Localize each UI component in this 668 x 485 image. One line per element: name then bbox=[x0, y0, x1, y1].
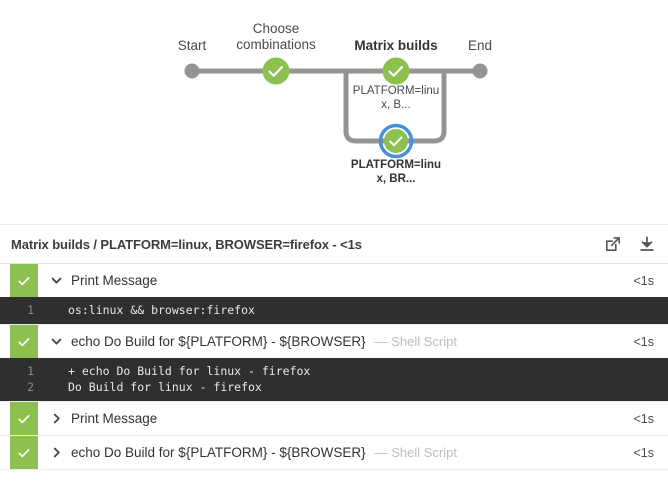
edge-split-to-branch2 bbox=[343, 68, 389, 144]
step-name: Print Message bbox=[71, 273, 158, 288]
line-number: 2 bbox=[27, 380, 34, 394]
line-number: 1 bbox=[27, 303, 34, 317]
step-type: — Shell Script bbox=[374, 334, 457, 349]
step-main[interactable]: echo Do Build for ${PLATFORM} - ${BROWSE… bbox=[38, 436, 668, 469]
check-icon bbox=[18, 448, 30, 457]
step-row[interactable]: Print Message <1s bbox=[0, 263, 668, 297]
check-icon bbox=[389, 136, 403, 147]
step-type: — Shell Script bbox=[374, 445, 457, 460]
step-name: Print Message bbox=[71, 411, 158, 426]
graph-node-matrix-branch-2[interactable] bbox=[378, 123, 414, 159]
node-label-line-1: PLATFORM=linu bbox=[350, 159, 442, 171]
node-label-line-2: x, BR... bbox=[376, 173, 416, 185]
node-label-line-1: PLATFORM=linu bbox=[352, 85, 440, 97]
log-header-actions bbox=[604, 235, 656, 253]
step-main[interactable]: echo Do Build for ${PLATFORM} - ${BROWSE… bbox=[38, 325, 668, 358]
stage-label-start: Start bbox=[177, 38, 207, 53]
download-icon[interactable] bbox=[638, 235, 656, 253]
graph-node-matrix-builds[interactable] bbox=[382, 57, 410, 85]
chevron-down-icon[interactable] bbox=[49, 275, 63, 286]
graph-node-end[interactable] bbox=[472, 63, 488, 79]
console-output[interactable]: 1 os:linux && browser:firefox bbox=[0, 297, 668, 324]
stage-label-matrix-builds: Matrix builds bbox=[354, 38, 438, 53]
status-badge-success bbox=[10, 325, 38, 358]
line-text: os:linux && browser:firefox bbox=[68, 303, 255, 317]
pipeline-graph-svg bbox=[184, 57, 488, 159]
stage-label-end: End bbox=[467, 38, 493, 53]
stage-label-line-1: Choose bbox=[252, 21, 300, 36]
chevron-right-icon[interactable] bbox=[49, 447, 63, 458]
status-gutter bbox=[0, 436, 10, 469]
log-header: Matrix builds / PLATFORM=linux, BROWSER=… bbox=[0, 225, 668, 263]
console-line: 1 + echo Do Build for linux - firefox bbox=[0, 363, 668, 379]
chevron-down-icon[interactable] bbox=[49, 336, 63, 347]
pipeline-graph-panel: Start Choose combinations Matrix builds … bbox=[0, 0, 668, 225]
graph-node-start[interactable] bbox=[184, 63, 200, 79]
status-gutter bbox=[0, 264, 10, 297]
step-duration: <1s bbox=[633, 334, 654, 349]
step-name: echo Do Build for ${PLATFORM} - ${BROWSE… bbox=[71, 445, 366, 460]
step-main[interactable]: Print Message <1s bbox=[38, 402, 668, 435]
log-title: Matrix builds / PLATFORM=linux, BROWSER=… bbox=[11, 236, 362, 252]
step-row[interactable]: Print Message <1s bbox=[0, 401, 668, 435]
status-badge-success bbox=[10, 264, 38, 297]
step-duration: <1s bbox=[633, 273, 654, 288]
status-gutter bbox=[0, 325, 10, 358]
line-text: + echo Do Build for linux - firefox bbox=[68, 364, 311, 378]
selection-ring bbox=[378, 123, 414, 159]
step-list-bottom-divider bbox=[0, 469, 668, 482]
console-line: 2 Do Build for linux - firefox bbox=[0, 379, 668, 395]
graph-node-label-branch-2: PLATFORM=linu x, BR... bbox=[348, 158, 444, 186]
step-main[interactable]: Print Message <1s bbox=[38, 264, 668, 297]
line-number: 1 bbox=[27, 364, 34, 378]
status-badge-success bbox=[10, 402, 38, 435]
stage-label-choose-combinations: Choose combinations bbox=[222, 21, 330, 53]
chevron-right-icon[interactable] bbox=[49, 413, 63, 424]
console-line: 1 os:linux && browser:firefox bbox=[0, 302, 668, 318]
status-badge-success bbox=[10, 436, 38, 469]
step-duration: <1s bbox=[633, 445, 654, 460]
step-duration: <1s bbox=[633, 411, 654, 426]
node-label-line-2: x, B... bbox=[381, 99, 411, 111]
check-icon bbox=[388, 66, 403, 77]
graph-node-choose-combinations[interactable] bbox=[262, 57, 290, 85]
check-icon bbox=[18, 337, 30, 346]
step-name: echo Do Build for ${PLATFORM} - ${BROWSE… bbox=[71, 334, 366, 349]
step-row[interactable]: echo Do Build for ${PLATFORM} - ${BROWSE… bbox=[0, 435, 668, 469]
step-row[interactable]: echo Do Build for ${PLATFORM} - ${BROWSE… bbox=[0, 324, 668, 358]
step-list: Print Message <1s 1 os:linux && browser:… bbox=[0, 263, 668, 482]
edge-branch2-to-join bbox=[404, 68, 447, 144]
open-in-new-window-icon[interactable] bbox=[604, 235, 622, 253]
stage-label-line-2: combinations bbox=[236, 37, 316, 52]
line-text: Do Build for linux - firefox bbox=[68, 380, 262, 394]
status-gutter bbox=[0, 402, 10, 435]
check-icon bbox=[268, 66, 283, 77]
graph-node-label-branch-1: PLATFORM=linu x, B... bbox=[348, 84, 444, 112]
console-output[interactable]: 1 + echo Do Build for linux - firefox 2 … bbox=[0, 358, 668, 401]
check-icon bbox=[18, 276, 30, 285]
check-icon bbox=[18, 414, 30, 423]
